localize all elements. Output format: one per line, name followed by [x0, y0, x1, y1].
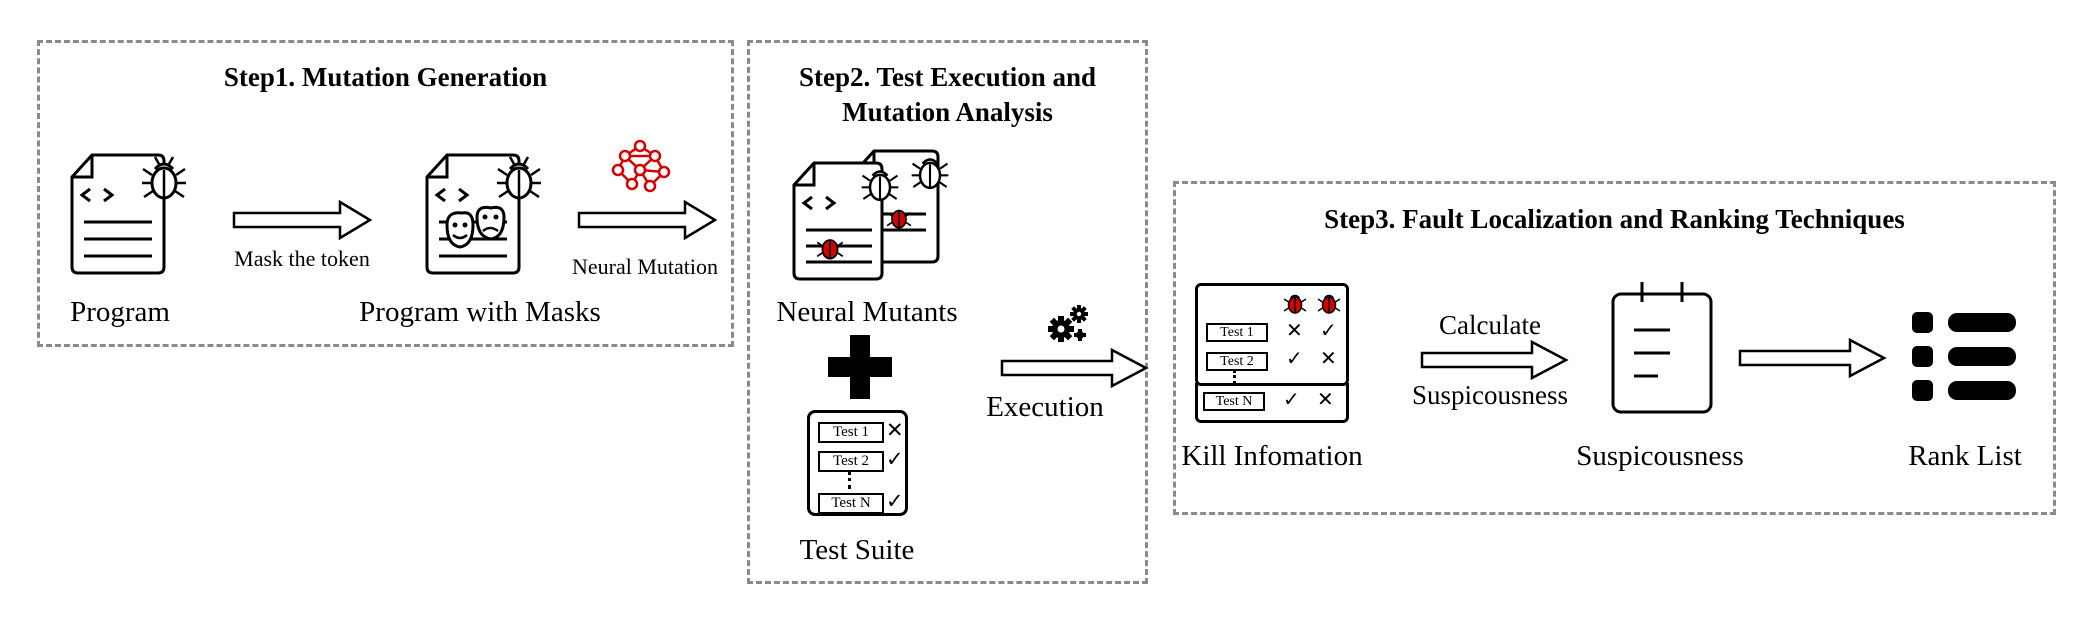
calculate-label: Calculate [1439, 310, 1541, 340]
arrow-icon [232, 199, 373, 241]
pass-mark: ✓ [886, 489, 904, 513]
kill-mark: ✕ [1286, 318, 1303, 342]
neural-mutants-label: Neural Mutants [776, 296, 958, 328]
ellipsis-dots [848, 471, 854, 489]
test-suite-icon: Test 1 ✕ Test 2 ✓ Test N ✓ [807, 410, 908, 516]
kill-matrix-icon: Test 1 ✕ ✓ Test 2 ✓ ✕ [1195, 283, 1349, 386]
bug-icon [142, 156, 186, 200]
bug-icon [1317, 294, 1341, 314]
bug-icon [911, 158, 949, 190]
masked-program-label: Program with Masks [359, 296, 601, 328]
plus-icon [828, 335, 892, 399]
rank-list-icon [1912, 312, 2016, 401]
neural-network-icon [611, 139, 671, 193]
test-suite-label: Test Suite [799, 534, 915, 566]
kill-mark: ✕ [1317, 387, 1334, 411]
arrow-icon [1000, 347, 1149, 389]
kill-info-label: Kill Infomation [1181, 440, 1363, 472]
rank-list-label: Rank List [1908, 440, 2022, 472]
bug-icon [1283, 294, 1307, 314]
document-icon [792, 161, 884, 281]
step2-title-line1: Step2. Test Execution and [798, 62, 1097, 92]
program-label: Program [70, 296, 170, 328]
execution-label: Execution [986, 391, 1104, 423]
calculate-suspiciousness-label: Suspicousness [1411, 380, 1568, 410]
step2-box [747, 40, 1148, 584]
test-row: Test 1 [1206, 323, 1268, 342]
kill-mark: ✕ [1320, 346, 1337, 370]
test-row: Test 1 [818, 422, 884, 443]
step2-title-line2: Mutation Analysis [842, 97, 1053, 127]
arrow-icon [1420, 339, 1569, 381]
pass-mark: ✓ [886, 447, 904, 471]
bug-icon [886, 209, 912, 229]
step1-title: Step1. Mutation Generation [223, 62, 548, 92]
step1-box [37, 40, 734, 347]
bug-icon [497, 156, 541, 200]
test-row: Test N [1203, 392, 1265, 411]
bug-icon [861, 170, 899, 202]
test-row: Test 2 [1206, 352, 1268, 371]
ellipsis-dots [1233, 370, 1239, 384]
mask-icon [445, 205, 506, 249]
bug-icon [816, 239, 844, 260]
kill-mark: ✓ [1320, 318, 1337, 342]
kill-mark: ✓ [1283, 387, 1300, 411]
mask-token-label: Mask the token [234, 246, 370, 271]
test-row: Test 2 [818, 451, 884, 472]
step3-title: Step3. Fault Localization and Ranking Te… [1324, 204, 1905, 234]
step3-box [1173, 181, 2056, 515]
arrow-icon [1738, 337, 1887, 379]
kill-mark: ✓ [1286, 346, 1303, 370]
neural-mutation-label: Neural Mutation [571, 254, 719, 279]
test-row: Test N [818, 493, 884, 514]
arrow-icon [577, 199, 718, 241]
suspiciousness-label: Suspicousness [1576, 440, 1744, 472]
fail-mark: ✕ [886, 418, 904, 442]
document-icon [70, 153, 166, 275]
gears-icon [1048, 305, 1088, 342]
kill-matrix-bottom [1195, 383, 1349, 423]
notepad-icon [1611, 282, 1713, 414]
